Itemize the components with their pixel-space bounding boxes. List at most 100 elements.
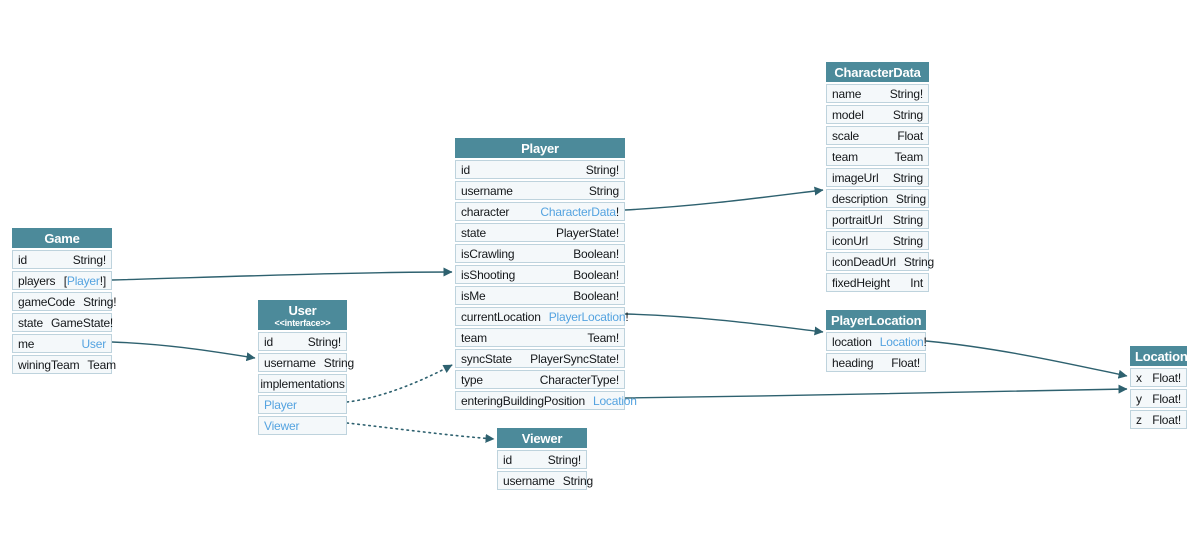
- field-name: heading: [832, 356, 874, 370]
- type-link[interactable]: CharacterData: [540, 205, 616, 219]
- type-text: Boolean!: [573, 289, 619, 303]
- table-header-characterdata[interactable]: CharacterData: [826, 62, 929, 82]
- implementation-link[interactable]: Player: [264, 398, 297, 412]
- type-text: Float: [897, 129, 923, 143]
- field-name: winingTeam: [18, 358, 80, 372]
- type-text: String: [895, 192, 926, 206]
- field-row-user-Viewer[interactable]: Viewer: [258, 416, 347, 435]
- field-type: Location!: [880, 335, 927, 349]
- table-subtitle: <<interface>>: [274, 318, 331, 328]
- field-type: [Player!]: [64, 274, 106, 288]
- table-title: Player: [521, 141, 559, 156]
- type-link[interactable]: User: [81, 337, 106, 351]
- type-link[interactable]: PlayerLocation: [548, 310, 626, 324]
- implementation-link[interactable]: Viewer: [264, 419, 300, 433]
- table-title: Location: [1135, 349, 1188, 364]
- field-type: Team: [894, 150, 923, 164]
- edge-player-enteringbuildingposition-to-location: [624, 384, 1128, 399]
- field-type: User: [81, 337, 106, 351]
- field-type: Team!: [587, 331, 619, 345]
- field-type: Float!: [1152, 371, 1181, 385]
- table-header-user[interactable]: User<<interface>>: [258, 300, 347, 330]
- type-text: PlayerState!: [556, 226, 619, 240]
- field-row-user-implementations[interactable]: implementations: [258, 374, 347, 393]
- field-type: String!: [73, 253, 106, 267]
- table-header-game[interactable]: Game: [12, 228, 112, 248]
- field-name: iconUrl: [832, 234, 868, 248]
- field-row-characterdata-iconUrl[interactable]: iconUrl String: [826, 231, 929, 250]
- type-text: !]: [99, 274, 106, 288]
- table-header-viewer[interactable]: Viewer: [497, 428, 587, 448]
- field-row-game-players[interactable]: players[Player!]: [12, 271, 112, 290]
- type-text: String: [892, 171, 923, 185]
- field-name: username: [461, 184, 513, 198]
- type-link[interactable]: Player: [66, 274, 100, 288]
- field-row-player-state[interactable]: state PlayerState!: [455, 223, 625, 242]
- table-title: User: [288, 303, 317, 318]
- field-row-user-Player[interactable]: Player: [258, 395, 347, 414]
- edge-game-players-to-player: [111, 267, 453, 281]
- table-header-location[interactable]: Location: [1130, 346, 1188, 366]
- field-name: state: [461, 226, 487, 240]
- field-type: PlayerState!: [556, 226, 619, 240]
- field-type: String!: [586, 163, 619, 177]
- table-title: CharacterData: [834, 65, 921, 80]
- type-text: String!: [585, 163, 619, 177]
- type-link[interactable]: Location: [879, 335, 924, 349]
- type-link[interactable]: Location: [592, 394, 637, 408]
- type-text: Boolean!: [573, 247, 619, 261]
- field-type: String: [893, 234, 923, 248]
- field-type: Team: [87, 358, 116, 372]
- table-header-playerlocation[interactable]: PlayerLocation: [826, 310, 926, 330]
- type-text: String!: [83, 295, 117, 309]
- type-text: Float!: [1152, 392, 1181, 406]
- field-name: name: [832, 87, 862, 101]
- field-type: Boolean!: [573, 268, 619, 282]
- field-row-game-winingTeam[interactable]: winingTeam Team: [12, 355, 116, 374]
- field-row-player-username[interactable]: username String: [455, 181, 625, 200]
- type-text: String: [588, 184, 619, 198]
- table-header-player[interactable]: Player: [455, 138, 625, 158]
- field-type: String: [904, 255, 934, 269]
